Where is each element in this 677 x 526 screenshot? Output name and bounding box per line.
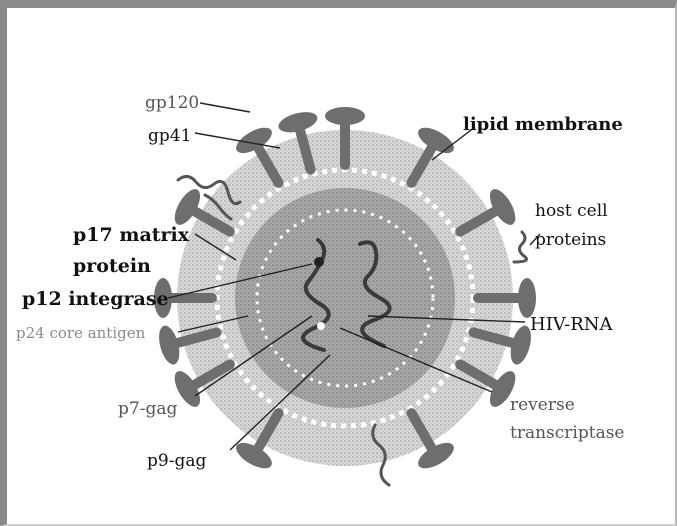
label-p17-line2: protein — [73, 255, 151, 277]
label-hiv-rna: HIV-RNA — [530, 314, 614, 335]
label-p17-line1: p17 matrix — [73, 224, 190, 246]
label-transcriptase: transcriptase — [510, 423, 624, 443]
integrase-particle — [314, 257, 324, 267]
label-p9-gag: p9-gag — [147, 451, 206, 471]
reverse-transcriptase-particle — [317, 322, 325, 330]
label-gp120: gp120 — [145, 93, 199, 113]
label-p12-integrase: p12 integrase — [22, 288, 169, 310]
label-gp41: gp41 — [148, 126, 191, 146]
label-host-cell-line1: host cell — [535, 201, 608, 221]
label-p24-core-antigen: p24 core antigen — [16, 324, 146, 342]
viral-core — [235, 188, 455, 408]
label-reverse: reverse — [510, 395, 575, 415]
label-lipid-membrane: lipid membrane — [463, 114, 623, 135]
label-p7-gag: p7-gag — [118, 399, 177, 419]
label-host-cell-line2: proteins — [535, 230, 606, 250]
